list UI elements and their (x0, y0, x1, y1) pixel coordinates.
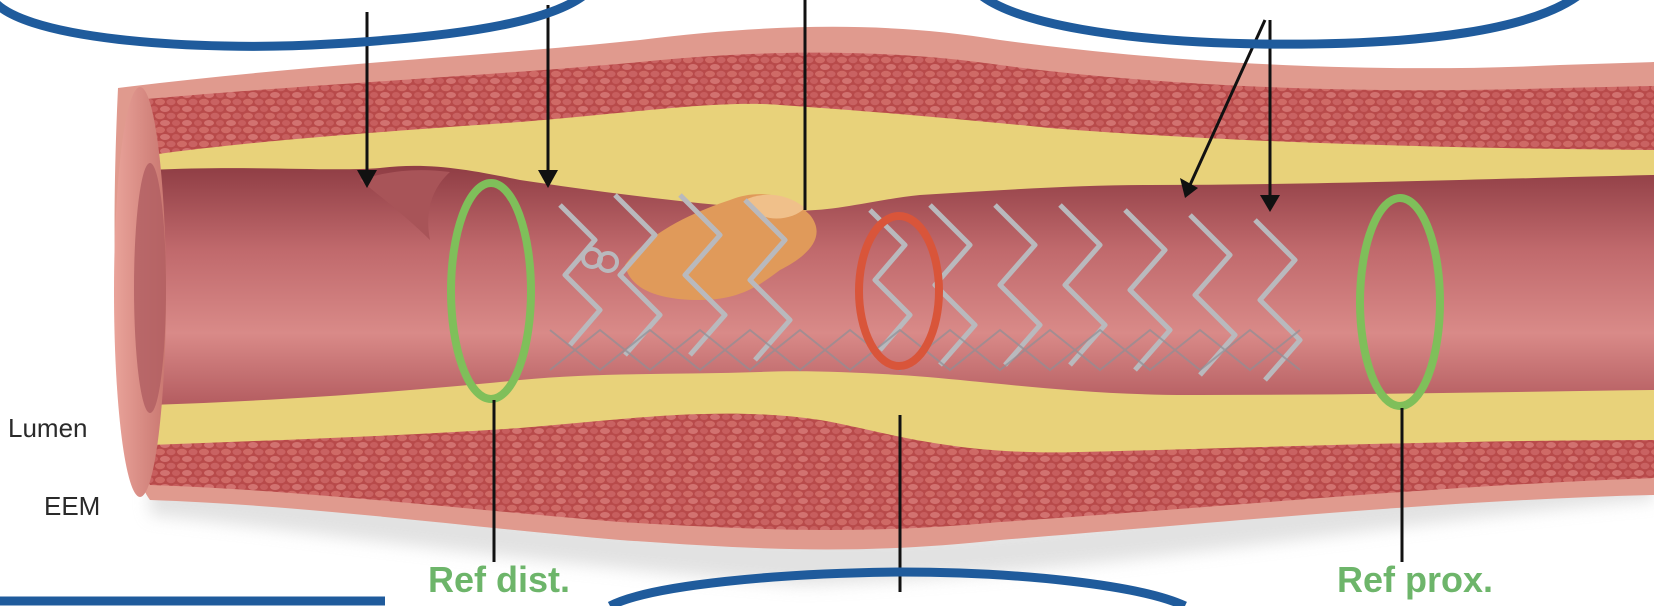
ref-dist-label: Ref dist. (428, 559, 570, 601)
ref-prox-label: Ref prox. (1337, 559, 1493, 601)
eem-label: EEM (44, 491, 100, 522)
lumen-label: Lumen (8, 413, 88, 444)
vessel-opening-inner (134, 163, 166, 413)
callout-arc-top-left (0, 0, 590, 46)
callout-arc-top-right (975, 0, 1585, 44)
